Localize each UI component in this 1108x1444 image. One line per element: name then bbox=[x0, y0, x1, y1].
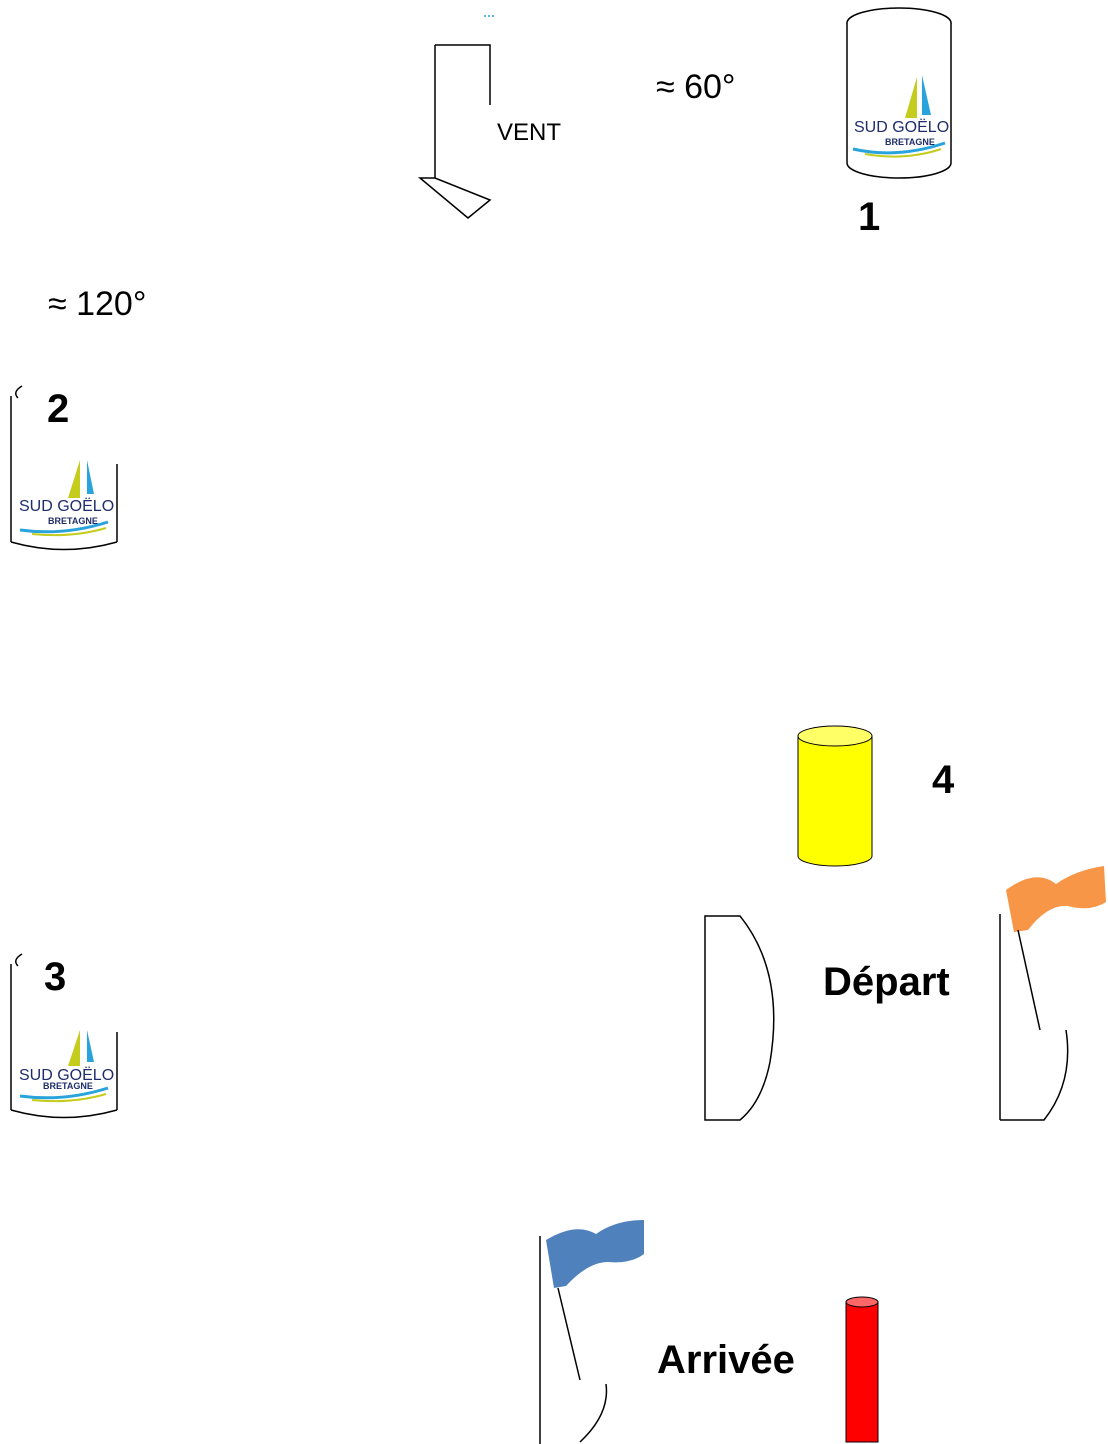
wind-arrow-icon bbox=[417, 15, 494, 219]
buoy-2-icon bbox=[10, 385, 118, 551]
finish-label: Arrivée bbox=[657, 1338, 795, 1382]
buoy-2-logo-line2: BRETAGNE bbox=[48, 516, 98, 526]
logo-sail-icon bbox=[68, 460, 94, 498]
angle-label-top: ≈ 60° bbox=[656, 68, 736, 106]
buoy-3-icon bbox=[10, 953, 118, 1119]
start-label: Départ bbox=[823, 960, 950, 1004]
buoy-1-icon bbox=[846, 7, 952, 179]
buoy-2-logo-line1: SUD GOËLO bbox=[19, 498, 115, 515]
finish-buoy-icon bbox=[845, 1296, 879, 1443]
buoy-3-logo-line2: BRETAGNE bbox=[43, 1081, 93, 1091]
buoy-1-number: 1 bbox=[858, 195, 881, 239]
start-flag-icon bbox=[999, 866, 1106, 1121]
wind-label: VENT bbox=[497, 119, 562, 146]
buoy-1-logo-line1: SUD GOËLO bbox=[854, 119, 950, 136]
angle-label-left: ≈ 120° bbox=[48, 285, 147, 323]
buoy-3-number: 3 bbox=[44, 955, 67, 999]
buoy-4-icon bbox=[797, 725, 873, 867]
buoy-2-number: 2 bbox=[47, 387, 70, 431]
start-boat-icon bbox=[704, 915, 775, 1121]
buoy-4-number: 4 bbox=[932, 758, 955, 802]
buoy-1-logo-line2: BRETAGNE bbox=[885, 137, 935, 147]
logo-sail-icon bbox=[68, 1030, 94, 1066]
buoy-3-logo-line1: SUD GOËLO bbox=[19, 1067, 115, 1084]
finish-flag-icon bbox=[539, 1220, 644, 1444]
logo-sail-icon bbox=[905, 75, 931, 118]
